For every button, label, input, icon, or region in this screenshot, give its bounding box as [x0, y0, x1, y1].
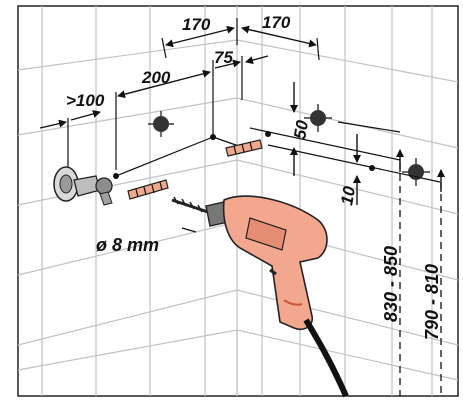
dim-50: 50 [290, 118, 312, 140]
height-range-dimensions: 830 - 850 790 - 810 [381, 149, 445, 396]
height-10-dimension: 10 [337, 134, 361, 207]
dim-170-left: 170 [182, 15, 211, 34]
dowel-left [127, 179, 169, 200]
dim-830-850: 830 - 850 [381, 246, 401, 322]
dowel-right [225, 139, 263, 157]
height-50-dimension: 50 [290, 82, 312, 176]
dim-greater-100: >100 [66, 91, 105, 110]
dim-10: 10 [337, 184, 359, 206]
dim-200: 200 [141, 68, 171, 87]
dim-790-810: 790 - 810 [422, 264, 442, 340]
power-drill [171, 195, 349, 398]
drill-diameter-label: ø 8 mm [96, 235, 159, 255]
wall-dowels [127, 139, 263, 200]
top-dimensions: 170 170 [161, 13, 320, 61]
dim-75: 75 [214, 48, 233, 67]
min-dimension: >100 [39, 91, 105, 168]
dim-170-right: 170 [262, 13, 291, 32]
diameter-leader [181, 227, 197, 233]
angle-valve [53, 166, 113, 206]
middle-dimensions: 200 75 [115, 48, 269, 170]
wall-tile-grid [17, 5, 459, 397]
